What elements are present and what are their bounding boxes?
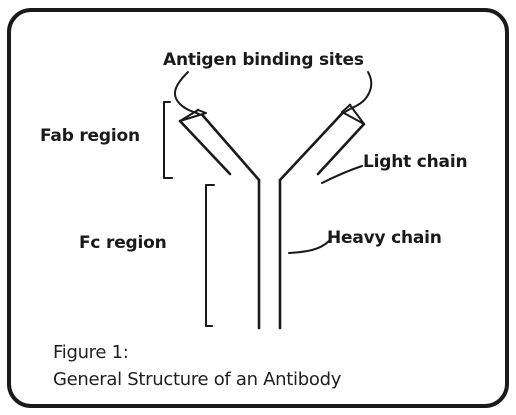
figure-number: Figure 1: bbox=[53, 342, 129, 364]
light-chain-pointer bbox=[322, 166, 362, 183]
antigen-binding-sites-label: Antigen binding sites bbox=[163, 50, 364, 70]
heavy-chain-pointer bbox=[289, 241, 329, 253]
fc-region-bracket bbox=[206, 185, 214, 326]
figure-title: General Structure of an Antibody bbox=[53, 369, 341, 391]
heavy-chain-arm-left bbox=[198, 110, 259, 180]
light-chain-label: Light chain bbox=[363, 152, 467, 172]
light-chain-left bbox=[180, 121, 230, 174]
antigen-pointer-left bbox=[175, 72, 199, 114]
fab-region-label: Fab region bbox=[40, 126, 140, 146]
fab-region-bracket bbox=[164, 102, 172, 178]
heavy-chain-label: Heavy chain bbox=[327, 228, 442, 248]
fc-region-label: Fc region bbox=[79, 233, 167, 253]
heavy-chain-arm-right bbox=[280, 105, 350, 180]
